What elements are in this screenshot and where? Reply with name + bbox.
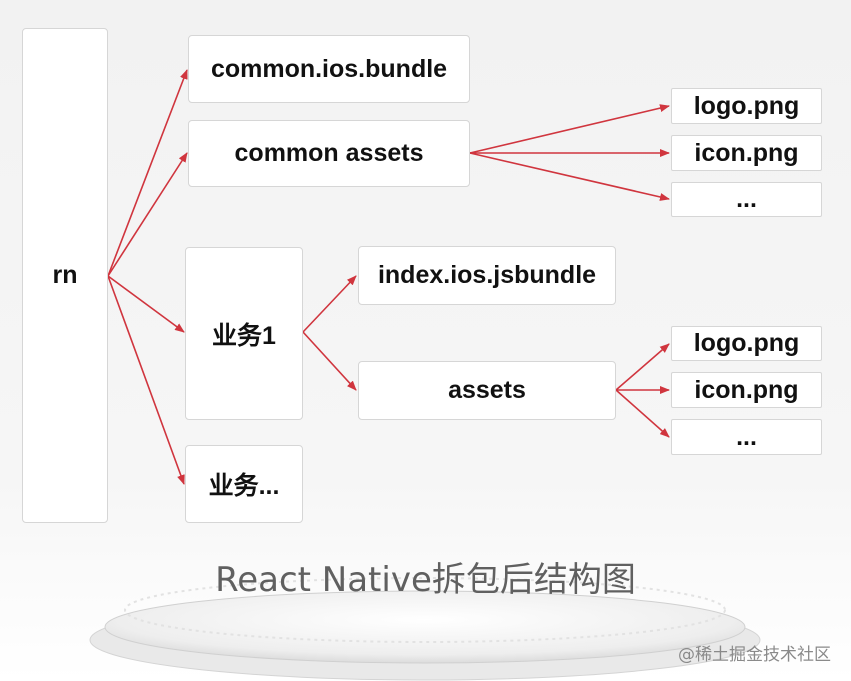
node-common-icon: icon.png bbox=[671, 135, 822, 171]
node-biz1-assets: assets bbox=[358, 361, 616, 420]
node-common-logo: logo.png bbox=[671, 88, 822, 124]
arrow-rn-to-common-assets bbox=[107, 152, 188, 277]
arrow-rn-to-biz1 bbox=[107, 275, 185, 333]
connector-arrows bbox=[107, 69, 670, 485]
node-biz-more: 业务... bbox=[185, 445, 303, 523]
arrow-common-assets-to-logo bbox=[469, 104, 670, 154]
node-common-bundle: common.ios.bundle bbox=[188, 35, 470, 103]
node-common-assets: common assets bbox=[188, 120, 470, 187]
arrow-rn-to-common-bundle bbox=[107, 69, 188, 277]
podium-decoration bbox=[89, 577, 761, 681]
node-biz1: 业务1 bbox=[185, 247, 303, 420]
node-common-more: ... bbox=[671, 182, 822, 217]
node-biz1-logo: logo.png bbox=[671, 326, 822, 361]
arrow-rn-to-biz-more bbox=[107, 275, 185, 485]
arrow-biz1-assets-to-more bbox=[615, 389, 670, 438]
node-biz1-icon: icon.png bbox=[671, 372, 822, 408]
diagram-caption: React Native拆包后结构图 bbox=[215, 560, 636, 600]
node-biz1-more: ... bbox=[671, 419, 822, 455]
arrow-biz1-to-index-bundle bbox=[302, 275, 357, 333]
watermark: @稀土掘金技术社区 bbox=[678, 645, 831, 665]
node-index-bundle: index.ios.jsbundle bbox=[358, 246, 616, 305]
arrow-biz1-to-assets bbox=[302, 331, 357, 391]
node-rn: rn bbox=[22, 28, 108, 523]
arrow-common-assets-to-more bbox=[469, 152, 670, 201]
arrow-biz1-assets-to-logo bbox=[615, 343, 670, 391]
